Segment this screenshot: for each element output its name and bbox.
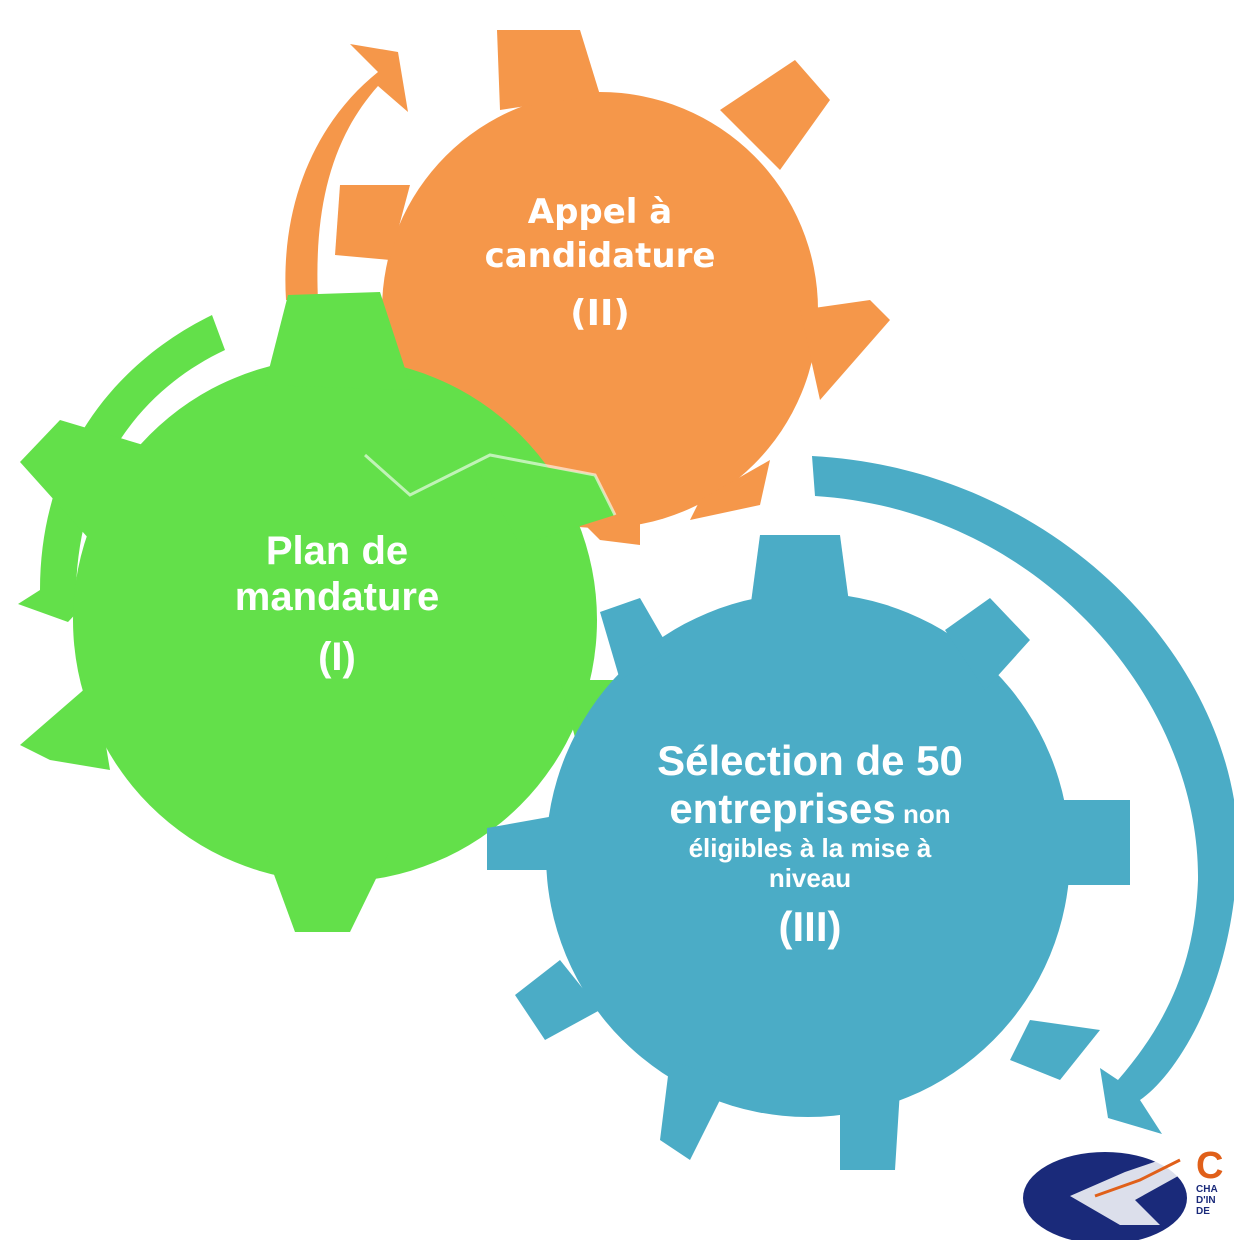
gear-ii-tooth <box>690 460 770 520</box>
gear-i <box>20 292 660 932</box>
gear-i-line2: mandature <box>234 575 440 619</box>
gear-iii-tooth <box>840 1090 900 1170</box>
gear-i-body <box>73 358 597 882</box>
gear-iii <box>487 535 1130 1170</box>
gear-iii-number: (III) <box>778 903 842 950</box>
gear-iii-tooth <box>660 1060 730 1160</box>
gear-ii-line2: candidature <box>484 236 716 276</box>
gear-i-tooth <box>265 292 412 390</box>
gear-iii-body <box>546 593 1070 1117</box>
gear-ii-number: (II) <box>570 293 630 334</box>
logo-line3: DE <box>1196 1206 1210 1217</box>
logo-line2: D'IN <box>1196 1195 1216 1206</box>
logo-swoosh <box>1070 1148 1190 1225</box>
gear-iii-tooth <box>945 598 1030 690</box>
gear-iii-tooth <box>1060 800 1130 885</box>
gear-i-label: Plan de mandature (I) <box>187 528 487 680</box>
gear-ii-tooth <box>800 300 890 400</box>
gear-i-tooth <box>470 455 615 545</box>
gear-ii-tooth <box>335 185 410 260</box>
gear-i-tooth <box>265 850 390 932</box>
gear-iii-line2-big: entreprises <box>669 785 896 832</box>
logo-letter: C <box>1196 1148 1224 1187</box>
gear-iii-tooth <box>600 598 670 680</box>
gear-iii-line4: niveau <box>768 863 852 893</box>
gear-iii-line2-small: non <box>895 799 951 829</box>
cycle-arrow-ii <box>285 44 408 300</box>
gear-iii-label: Sélection de 50 entreprises non éligible… <box>600 737 1020 951</box>
gear-i-overlap-edge <box>364 453 617 516</box>
gear-i-number: (I) <box>318 635 356 679</box>
gear-ii-tooth <box>720 60 830 170</box>
gear-iii-tooth <box>750 535 850 610</box>
gear-i-tooth <box>20 680 110 770</box>
gear-ii-tooth <box>497 30 600 110</box>
logo <box>1023 1148 1190 1240</box>
logo-text: C CHA D'IN DE <box>1196 1148 1234 1240</box>
gear-ii-line1: Appel à <box>527 192 673 232</box>
gear-iii-line3: éligibles à la mise à <box>688 833 932 863</box>
gear-iii-tooth <box>515 960 600 1040</box>
gear-ii-label: Appel à candidature (II) <box>450 190 750 336</box>
gear-i-line1: Plan de <box>265 529 409 573</box>
gear-iii-tooth <box>487 815 560 870</box>
logo-swoosh-accent <box>1094 1158 1181 1198</box>
cycle-arrow-i <box>18 315 225 622</box>
gear-i-tooth <box>20 420 160 540</box>
cycle-arrow-iii <box>812 456 1234 1134</box>
gear-iii-line1: Sélection de 50 <box>657 737 963 784</box>
gear-iii-tooth <box>1010 1020 1100 1080</box>
logo-line1: CHA <box>1196 1184 1218 1195</box>
